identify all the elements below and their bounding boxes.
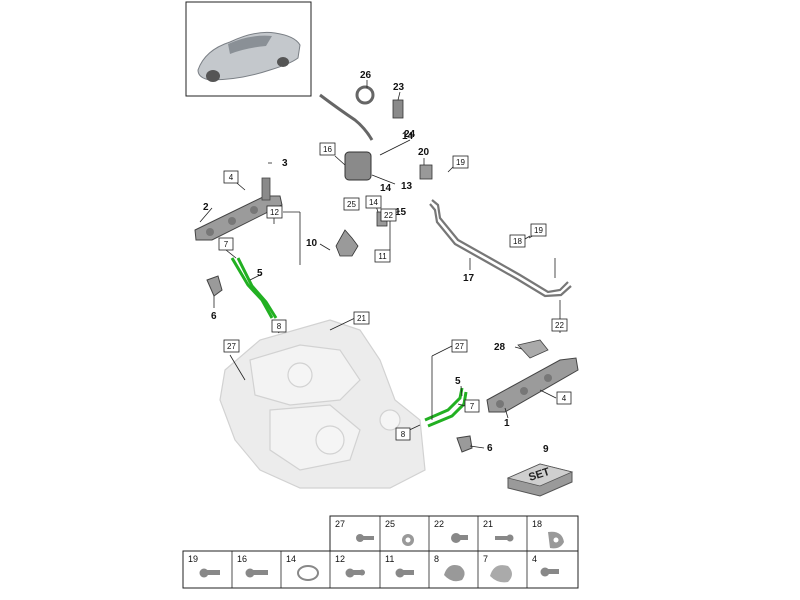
fuel-rail-left	[194, 177, 283, 241]
ref-box-19-top: 19	[452, 155, 469, 169]
ref-box-4-bottom: 4	[556, 391, 572, 405]
svg-text:11: 11	[378, 252, 387, 261]
svg-text:4: 4	[229, 173, 234, 182]
ref-box-27-left: 27	[223, 339, 240, 353]
svg-text:27: 27	[455, 342, 464, 351]
callout-15: 15	[395, 207, 407, 218]
boxed-references: 4 4 7 7 8 8 11 12 16 18 19 19 21 22 22 2…	[218, 142, 572, 441]
svg-text:4: 4	[562, 394, 567, 403]
highlighted-fuel-line	[230, 257, 468, 428]
svg-text:8: 8	[401, 430, 406, 439]
callout-23: 23	[393, 82, 405, 93]
table-cell-27[interactable]: 27	[335, 519, 374, 542]
svg-text:25: 25	[385, 519, 395, 529]
table-cell-16[interactable]: 16	[237, 554, 268, 578]
svg-text:8: 8	[277, 322, 282, 331]
table-cell-8[interactable]: 8	[434, 554, 465, 582]
ref-box-8-top: 8	[271, 319, 287, 333]
ref-box-11: 11	[374, 249, 391, 263]
table-cell-22[interactable]: 22	[434, 519, 468, 543]
svg-text:14: 14	[286, 554, 296, 564]
svg-text:22: 22	[434, 519, 444, 529]
ref-box-22-bottom: 22	[551, 318, 568, 332]
engine-ghost	[219, 319, 426, 489]
parts-table-top-row: 27 25 22 21 18	[329, 515, 579, 556]
set-kit-box: SET	[506, 463, 574, 497]
svg-text:19: 19	[534, 226, 543, 235]
callout-5-right: 5	[455, 376, 461, 387]
svg-text:22: 22	[384, 211, 393, 220]
callout-labels: 1 2 3 5 5 6 6 9 10 13 14 14 15 17 20 23 …	[203, 70, 549, 455]
callout-9: 9	[543, 444, 549, 455]
ref-box-14: 14	[365, 195, 382, 209]
callout-17: 17	[463, 273, 475, 284]
callout-14-mid: 14	[402, 131, 414, 142]
table-cell-18[interactable]: 18	[532, 519, 564, 549]
table-cell-12[interactable]: 12	[335, 554, 365, 578]
svg-text:18: 18	[513, 237, 522, 246]
fuel-line-17	[429, 199, 572, 298]
ref-box-19-mid: 19	[530, 223, 547, 237]
ref-box-4-top: 4	[223, 170, 239, 184]
svg-text:27: 27	[227, 342, 236, 351]
parts-table-bottom-row: 19 16 14 12 11 8 7 4	[182, 550, 579, 589]
svg-text:14: 14	[369, 198, 378, 207]
table-cell-11[interactable]: 11	[385, 554, 414, 578]
svg-text:19: 19	[456, 158, 465, 167]
callout-26: 26	[360, 70, 372, 81]
svg-text:22: 22	[555, 321, 564, 330]
svg-text:7: 7	[224, 240, 229, 249]
ref-box-12: 12	[266, 205, 283, 219]
svg-text:16: 16	[237, 554, 247, 564]
pump-assembly	[319, 85, 433, 257]
ref-box-16: 16	[319, 142, 336, 156]
clip-parts	[206, 275, 473, 453]
svg-text:16: 16	[323, 145, 332, 154]
svg-text:21: 21	[357, 314, 366, 323]
svg-text:19: 19	[188, 554, 198, 564]
table-cell-4[interactable]: 4	[532, 554, 559, 577]
svg-text:18: 18	[532, 519, 542, 529]
car-thumbnail	[185, 1, 312, 97]
svg-text:7: 7	[483, 554, 488, 564]
svg-text:8: 8	[434, 554, 439, 564]
callout-2: 2	[203, 202, 209, 213]
callout-13: 13	[401, 181, 413, 192]
ref-box-8-bottom: 8	[395, 427, 411, 441]
ref-box-21: 21	[353, 311, 370, 325]
svg-text:27: 27	[335, 519, 345, 529]
svg-text:4: 4	[532, 554, 537, 564]
table-cell-25[interactable]: 25	[385, 519, 414, 546]
svg-text:12: 12	[270, 208, 279, 217]
fuel-rail-right	[486, 339, 579, 413]
table-cell-19[interactable]: 19	[188, 554, 220, 578]
ref-box-7-top: 7	[218, 237, 234, 251]
callout-24: 24	[404, 129, 416, 140]
ref-box-27-right: 27	[451, 339, 468, 353]
callout-6-right: 6	[487, 443, 493, 454]
ref-box-7-bottom: 7	[464, 399, 480, 413]
svg-text:12: 12	[335, 554, 345, 564]
table-cell-7[interactable]: 7	[483, 554, 512, 583]
ref-box-18: 18	[509, 234, 526, 248]
svg-text:7: 7	[470, 402, 475, 411]
callout-5-left: 5	[257, 268, 263, 279]
callout-10: 10	[306, 238, 318, 249]
table-cell-21[interactable]: 21	[483, 519, 514, 542]
callout-6-left: 6	[211, 311, 217, 322]
ref-box-22-top: 22	[380, 208, 397, 222]
callout-28: 28	[494, 342, 506, 353]
callout-1: 1	[504, 418, 510, 429]
table-cell-14[interactable]: 14	[286, 554, 319, 581]
ref-box-25: 25	[343, 197, 360, 211]
svg-text:21: 21	[483, 519, 493, 529]
svg-text:25: 25	[347, 200, 356, 209]
svg-text:11: 11	[385, 554, 394, 564]
callout-3: 3	[282, 158, 288, 169]
callout-14-top: 14	[380, 183, 392, 194]
callout-20: 20	[418, 147, 430, 158]
